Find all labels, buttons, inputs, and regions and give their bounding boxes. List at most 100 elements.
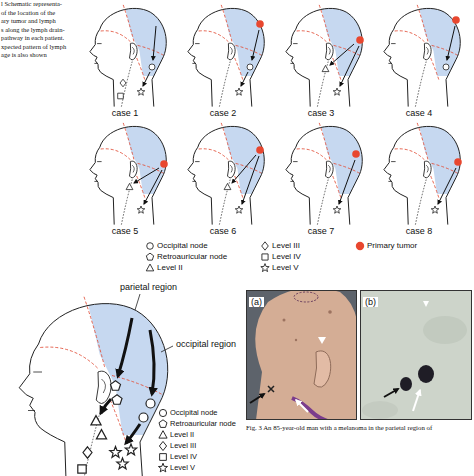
illustration-part (232, 155, 256, 183)
illustration-part (242, 156, 259, 204)
legend-sample (261, 264, 269, 272)
legend-symbol (159, 420, 167, 428)
illustration-part (135, 294, 140, 310)
legend-text: Occipital node (157, 242, 208, 250)
region-label: occipital region (176, 340, 236, 349)
illustration-part (188, 118, 277, 225)
illustration-part (360, 290, 472, 420)
illustration-part (443, 64, 449, 70)
illustration-part (256, 146, 264, 154)
legend-sample (159, 409, 166, 416)
illustration-part (247, 64, 253, 70)
legend-text: Level IV (272, 253, 301, 261)
case-label: case 5 (112, 227, 139, 236)
legend-symbol (146, 253, 153, 260)
legend-text: Level V (170, 464, 195, 472)
case-label: case 2 (210, 109, 237, 118)
illustration-part (150, 330, 154, 394)
illustration-part (90, 118, 179, 225)
illustration-part (96, 430, 106, 439)
illustration-part (255, 290, 357, 420)
illustration-part (126, 424, 140, 443)
illustration-part (252, 30, 259, 60)
illustration-part (384, 118, 473, 225)
illustration-part (322, 65, 329, 71)
caption-fragment: of the location of the (1, 10, 55, 17)
legend-text: Level IV (170, 453, 197, 461)
illustration-part (447, 26, 455, 60)
illustration-part (340, 46, 359, 86)
legend-text: Primary tumor (367, 242, 417, 250)
illustration-part (160, 160, 168, 168)
illustration-part (328, 310, 332, 314)
illustration-part (286, 118, 375, 225)
illustration-part (188, 0, 277, 107)
illustration-part (112, 395, 122, 404)
legend-samples (146, 242, 364, 472)
caption-fragment: l Schematic representa- (1, 1, 62, 8)
illustration-part (339, 160, 355, 204)
case-label: case 1 (112, 109, 139, 118)
illustration-part (423, 316, 467, 344)
illustration-part (250, 394, 264, 403)
illustration-part (292, 398, 330, 420)
illustration-part (318, 337, 326, 344)
illustration-part (78, 465, 86, 473)
illustration-part (134, 168, 159, 183)
legend-symbol (159, 431, 167, 438)
case-6-head (188, 118, 277, 225)
illustration-part (83, 447, 92, 458)
illustration-part (400, 377, 412, 391)
illustration-part (101, 399, 111, 413)
photo-b (360, 290, 472, 420)
drainage-head (19, 286, 192, 476)
illustration-part (286, 0, 375, 107)
illustration-part (91, 416, 101, 425)
legend-symbol (261, 264, 269, 272)
illustration-part (418, 365, 434, 383)
case-label: case 4 (406, 109, 433, 118)
case-3-head (286, 0, 375, 107)
illustration-part (153, 26, 156, 60)
illustration-part (295, 339, 297, 341)
illustration-part (235, 206, 243, 213)
legend-symbol (262, 254, 268, 260)
legend-symbol (159, 409, 166, 416)
illustration-part (101, 318, 154, 443)
legend-text: Level V (272, 264, 299, 272)
illustration-part (143, 72, 150, 86)
legend-sample (160, 454, 167, 461)
illustration-part (224, 183, 231, 189)
illustration-part (454, 158, 462, 166)
region-label: parietal region (120, 283, 177, 292)
photo-a (246, 290, 357, 420)
legend-symbol (159, 441, 166, 450)
legend-sample (147, 243, 154, 250)
illustration-part (110, 447, 121, 458)
legend-text: Level II (170, 431, 194, 439)
legend-sample (356, 242, 364, 250)
illustration-part (241, 72, 248, 86)
legend-swatch (356, 242, 364, 250)
illustration-part (294, 292, 318, 302)
legend-symbol (160, 454, 167, 461)
legend-sample (158, 463, 167, 472)
illustration-part (384, 0, 473, 107)
caption-fragment: xpected pattern of lymph (1, 44, 66, 51)
legend-symbol (262, 242, 269, 250)
illustration-part (117, 458, 128, 469)
case-label: case 3 (308, 109, 335, 118)
illustration-part (333, 88, 341, 95)
illustration-part (330, 44, 354, 65)
illustration-part (352, 150, 360, 158)
legend-text: Level III (170, 442, 196, 450)
illustration-part (268, 386, 274, 392)
illustration-part (256, 20, 264, 28)
illustration-part (137, 206, 145, 213)
illustration-part (314, 351, 331, 387)
illustration-part (118, 93, 124, 99)
legend-sample (159, 431, 167, 438)
legend-symbol (147, 243, 154, 250)
panel-label: (a) (249, 297, 264, 307)
